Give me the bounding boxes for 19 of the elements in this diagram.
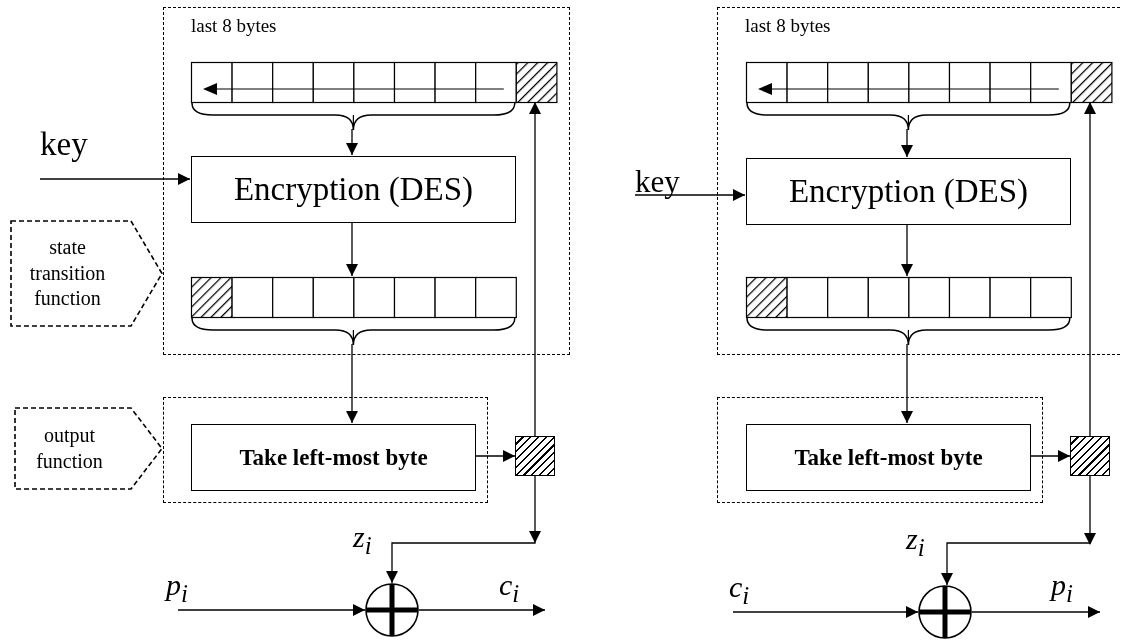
callout-tag — [10, 220, 163, 327]
process-box: Encryption (DES) — [191, 156, 516, 223]
hatched-byte-box — [1070, 436, 1110, 476]
dashed-function-region — [717, 397, 1043, 503]
process-box: Take left-most byte — [191, 424, 476, 491]
input-label: key — [40, 128, 120, 180]
hatched-byte-box — [515, 436, 555, 476]
callout-text: state transition function — [28, 235, 107, 312]
xor-symbol — [918, 585, 972, 639]
xor-symbol — [365, 583, 419, 637]
dashed-region — [163, 7, 570, 355]
callout-text: output function — [35, 422, 104, 474]
register-heading: last 8 bytes — [191, 16, 277, 37]
register-heading: last 8 bytes — [745, 16, 831, 37]
callout-tag — [14, 407, 163, 490]
dashed-function-region — [163, 397, 488, 503]
process-box: Encryption (DES) — [746, 158, 1071, 225]
dashed-region — [717, 7, 1120, 355]
process-box: Take left-most byte — [746, 424, 1031, 491]
